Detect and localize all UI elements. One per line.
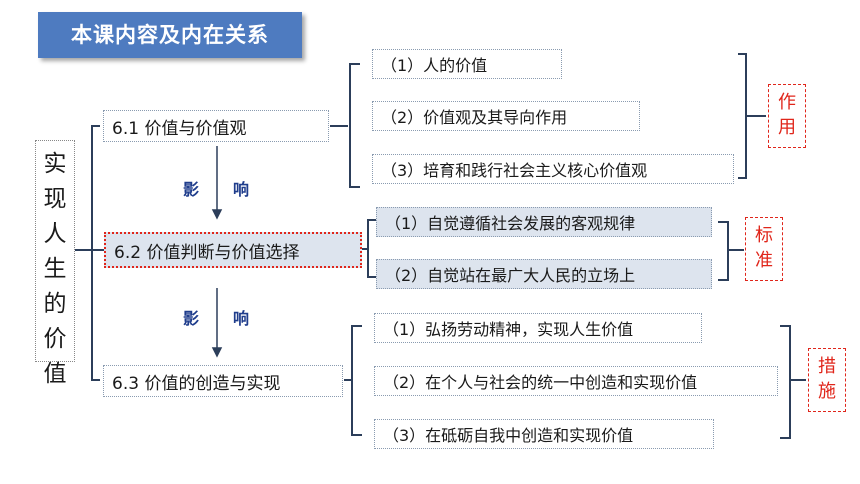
root-char: 现 (43, 186, 67, 212)
root-char: 人 (43, 221, 67, 247)
section-6-2-item-2: （2）自觉站在最广大人民的立场上 (376, 259, 712, 289)
influence-char: 响 (233, 180, 250, 199)
section-6-2-item-1: （1）自觉遵循社会发展的客观规律 (376, 207, 712, 237)
root-char: 值 (43, 361, 67, 387)
section-6-2-node: 6.2 价值判断与价值选择 (104, 232, 362, 268)
tag-char: 标 (755, 225, 773, 246)
section-6-1-item-1: （1）人的价值 (372, 49, 562, 79)
tag-measures: 措 施 (808, 348, 846, 412)
section-6-1-node: 6.1 价值与价值观 (103, 110, 329, 142)
influence-char: 响 (233, 309, 250, 328)
influence-char: 影 (183, 180, 200, 199)
root-char: 生 (43, 256, 67, 282)
section-6-1-item-3: （3）培育和践行社会主义核心价值观 (372, 154, 734, 184)
page-title: 本课内容及内在关系 (38, 12, 302, 58)
section-6-3-item-2: （2）在个人与社会的统一中创造和实现价值 (374, 366, 778, 396)
root-topic-box: 实 现 人 生 的 价 值 (35, 140, 75, 387)
tag-function: 作 用 (768, 84, 806, 148)
section-6-1-item-2: （2）价值观及其导向作用 (372, 101, 640, 131)
root-char: 的 (43, 291, 67, 317)
influence-char: 影 (183, 309, 200, 328)
section-6-3-node: 6.3 价值的创造与实现 (103, 365, 343, 397)
root-char: 价 (43, 326, 67, 352)
root-char: 实 (43, 151, 67, 177)
tag-char: 施 (818, 381, 836, 402)
tag-char: 用 (778, 117, 796, 138)
section-6-3-item-3: （3）在砥砺自我中创造和实现价值 (374, 419, 714, 449)
tag-standard: 标 准 (745, 217, 783, 281)
tag-char: 准 (755, 250, 773, 271)
section-6-3-item-1: （1）弘扬劳动精神，实现人生价值 (374, 313, 702, 343)
tag-char: 作 (778, 92, 796, 113)
tag-char: 措 (818, 356, 836, 377)
